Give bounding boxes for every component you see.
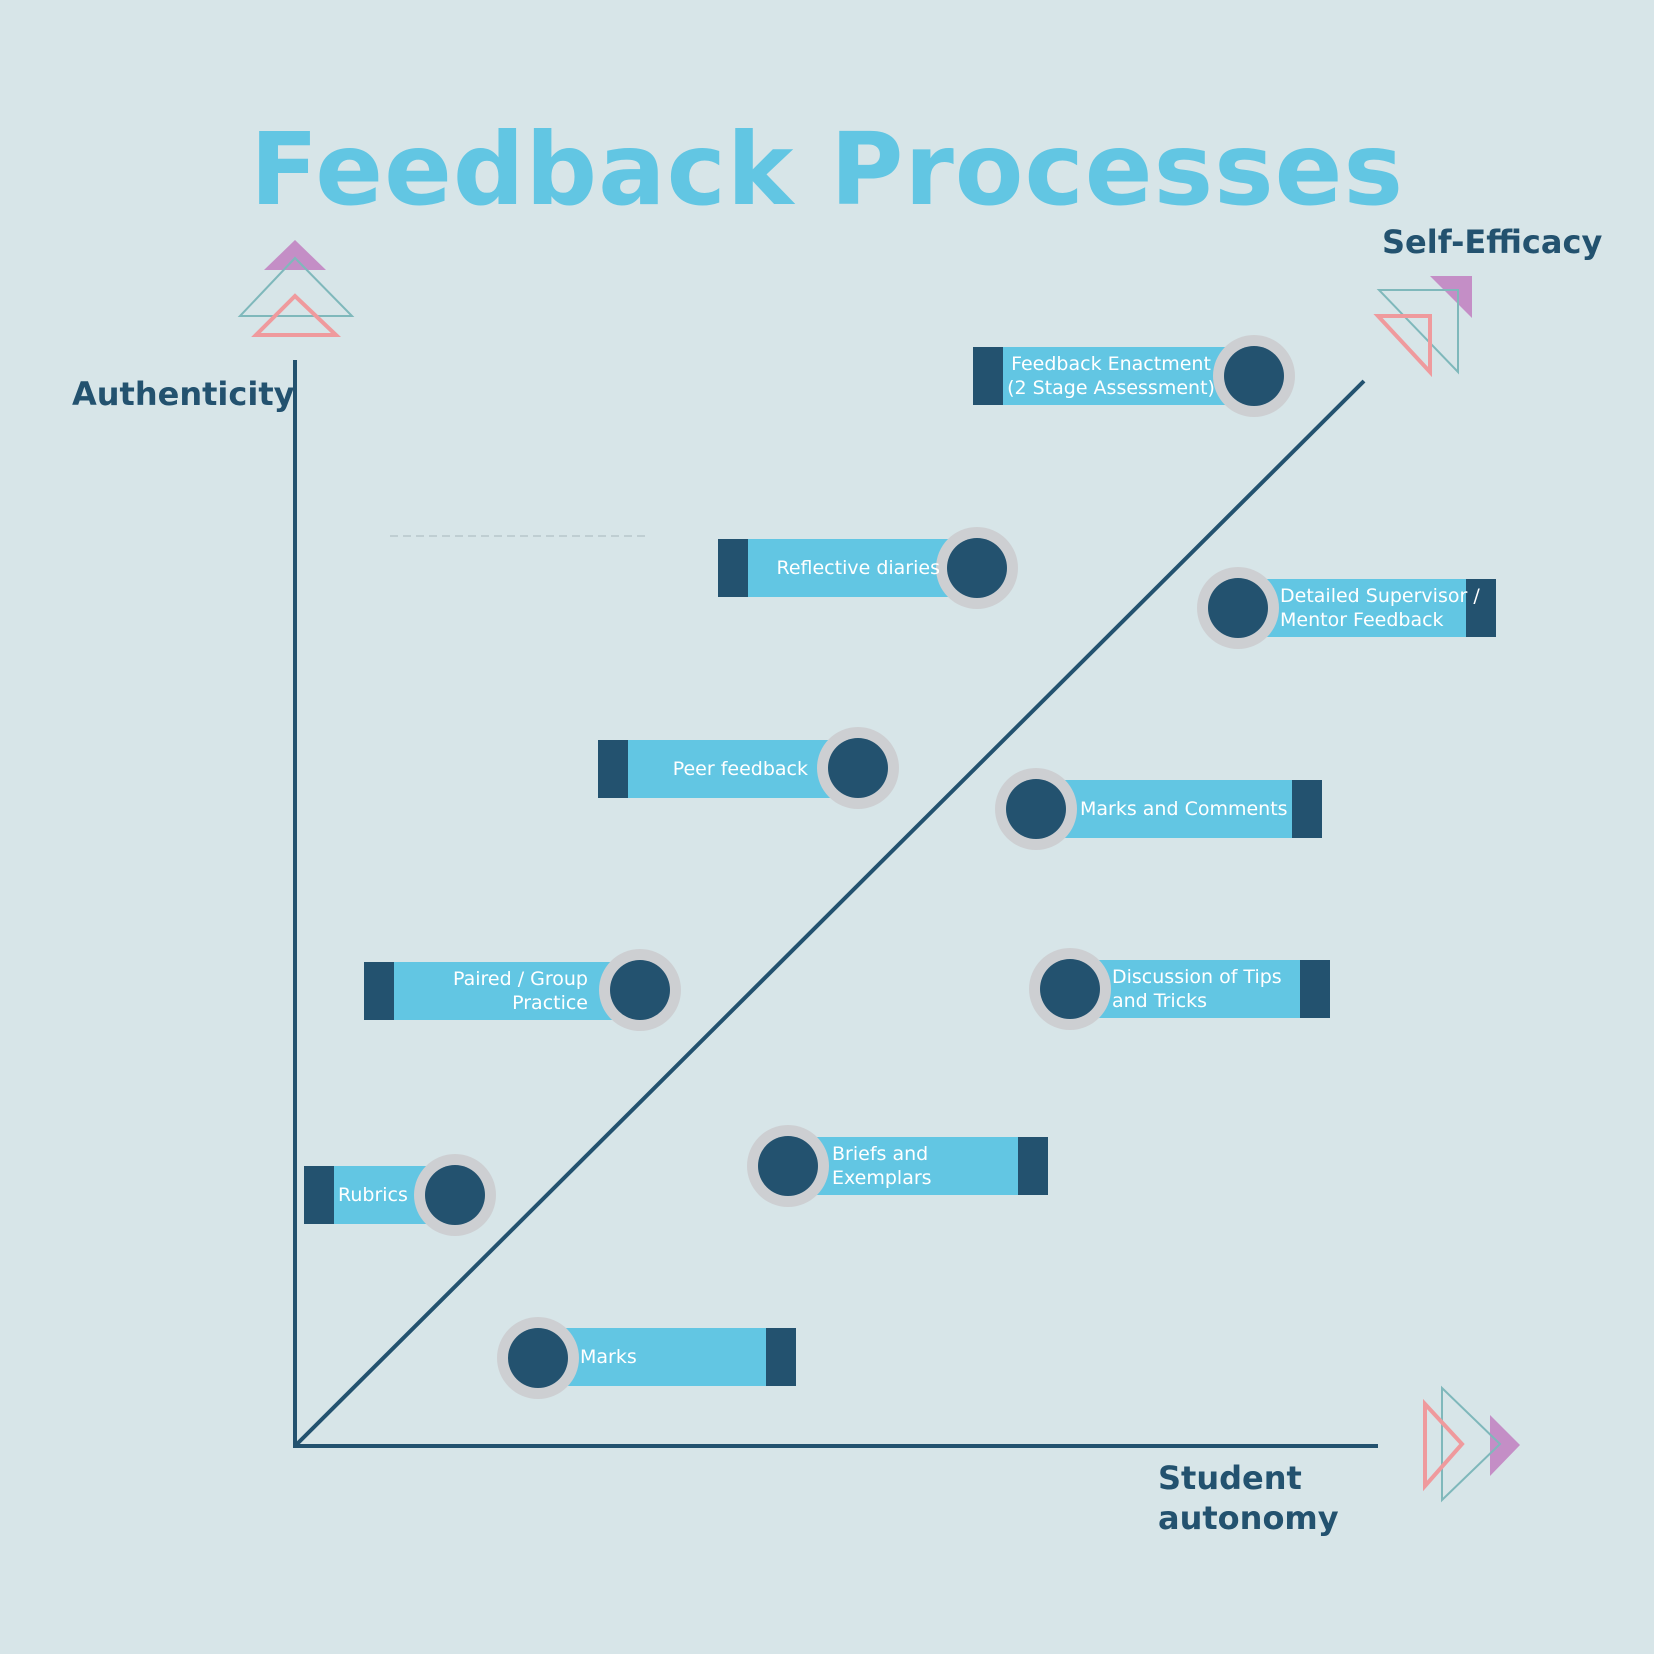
node-label: Reflective diaries [776, 557, 940, 579]
diagonal-line [293, 379, 1366, 1448]
node-label: Feedback Enactment (2 Stage Assessment) [1007, 353, 1215, 399]
node-bar [1036, 780, 1322, 838]
teal-triangle-outline-icon [1376, 289, 1459, 375]
triangles-diagonal-icon [1373, 276, 1472, 378]
process-node [973, 335, 1295, 417]
process-node [1029, 948, 1330, 1030]
node-label: Marks [580, 1346, 637, 1368]
node-bar [598, 740, 860, 798]
node-dot-icon [1040, 959, 1100, 1019]
node-bar-cap [1466, 579, 1496, 637]
node-bar-cap [718, 539, 748, 597]
process-node [598, 727, 899, 809]
node-bar-cap [304, 1166, 334, 1224]
node-dot-icon [610, 960, 670, 1020]
node-dot-icon [425, 1165, 485, 1225]
pink-triangle-outline-icon [1423, 1398, 1465, 1492]
node-bar-cap [1300, 960, 1330, 1018]
node-label: Peer feedback [672, 758, 808, 780]
node-dot-icon [1224, 346, 1284, 406]
node-dot-icon [1006, 779, 1066, 839]
process-node [1197, 567, 1496, 649]
node-bar-cap [364, 962, 394, 1020]
pink-triangle-outline-icon [251, 293, 342, 337]
node-bar [1070, 960, 1330, 1018]
node-bar-cap [1292, 780, 1322, 838]
triangles-right-icon [1423, 1385, 1520, 1503]
node-bar [788, 1137, 1048, 1195]
node-dot-icon [1208, 578, 1268, 638]
node-label: Discussion of Tips and Tricks [1112, 966, 1282, 1012]
node-label: Rubrics [338, 1184, 408, 1206]
node-label: Paired / Group Practice [453, 968, 588, 1014]
node-bar-cap [1018, 1137, 1048, 1195]
purple-triangle-icon [1490, 1415, 1520, 1476]
purple-triangle-icon [1430, 276, 1472, 318]
node-label: Detailed Supervisor / Mentor Feedback [1280, 585, 1480, 631]
node-bar-cap [766, 1328, 796, 1386]
process-node [747, 1125, 1048, 1207]
node-label: Briefs and Exemplars [832, 1143, 932, 1189]
node-dot-icon [508, 1328, 568, 1388]
teal-triangle-outline-icon [237, 256, 355, 317]
node-dot-icon [758, 1136, 818, 1196]
pink-triangle-outline-icon [1373, 314, 1432, 378]
nodes-layer [304, 335, 1496, 1399]
node-bar-cap [973, 347, 1003, 405]
process-node [497, 1317, 796, 1399]
triangles-up-icon [237, 240, 355, 337]
x-axis-label: Student autonomy [1158, 1459, 1339, 1537]
process-node [718, 527, 1018, 609]
node-bar [364, 962, 636, 1020]
node-bar [538, 1328, 796, 1386]
node-dot-icon [947, 538, 1007, 598]
teal-triangle-outline-icon [1441, 1385, 1502, 1503]
page-title: Feedback Processes [250, 111, 1404, 228]
node-label: Marks and Comments [1080, 798, 1288, 820]
diagonal-label: Self-Efficacy [1382, 223, 1603, 261]
node-bar [973, 347, 1255, 405]
node-bar-cap [598, 740, 628, 798]
node-dot-icon [828, 738, 888, 798]
purple-triangle-icon [264, 240, 326, 270]
node-bar [1238, 579, 1496, 637]
process-node [995, 768, 1322, 850]
process-node [304, 1154, 496, 1236]
y-axis-label: Authenticity [72, 375, 295, 413]
process-node [364, 949, 681, 1031]
